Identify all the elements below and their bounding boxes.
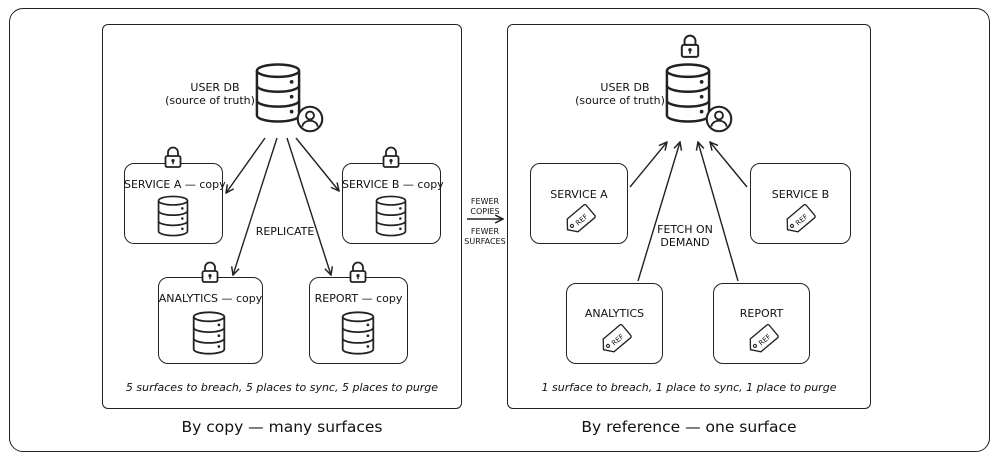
- fetch-on-demand-label-2: DEMAND: [660, 236, 710, 249]
- arrow-fetch-report: [698, 142, 739, 282]
- right-service-a-node: [530, 163, 628, 244]
- right-footer-note: 1 surface to breach, 1 place to sync, 1 …: [541, 381, 837, 394]
- arrow-fetch-service-a: [629, 142, 667, 188]
- left-service-a-label: SERVICE A — copy: [124, 178, 226, 191]
- right-service-b-node: [750, 163, 851, 244]
- left-report-label: REPORT — copy: [314, 292, 403, 305]
- left-analytics-label: ANALYTICS — copy: [158, 292, 263, 305]
- middle-label-fewer-copies-2: COPIES: [470, 207, 500, 216]
- right-report-label: REPORT: [739, 307, 784, 320]
- arrow-fetch-analytics: [637, 142, 680, 282]
- arrow-replicate-analytics: [233, 137, 278, 275]
- right-analytics-label: ANALYTICS: [584, 307, 645, 320]
- middle-label-fewer-surfaces-1: FEWER: [470, 227, 500, 236]
- middle-label-fewer-surfaces-2: SURFACES: [464, 237, 506, 246]
- middle-label-fewer-copies-1: FEWER: [470, 197, 500, 206]
- left-footer-note: 5 surfaces to breach, 5 places to sync, …: [125, 381, 439, 394]
- left-db-subtitle: (source of truth): [165, 94, 255, 107]
- left-service-b-label: SERVICE B — copy: [342, 178, 444, 191]
- right-db-label: USER DB: [600, 81, 650, 94]
- fetch-on-demand-label-1: FETCH ON: [657, 223, 713, 236]
- right-db-subtitle: (source of truth): [575, 94, 665, 107]
- arrow-replicate-service-a: [226, 137, 266, 193]
- left-analytics-node: [158, 277, 263, 364]
- outer-frame: [9, 8, 990, 452]
- arrow-replicate-report: [286, 137, 331, 275]
- arrow-replicate-service-b: [295, 137, 339, 191]
- right-service-b-label: SERVICE B: [771, 188, 830, 201]
- right-caption: By reference — one surface: [581, 418, 797, 436]
- replicate-label: REPLICATE: [255, 225, 315, 238]
- left-db-label: USER DB: [190, 81, 240, 94]
- right-service-a-label: SERVICE A: [550, 188, 608, 201]
- arrow-fetch-service-b: [710, 142, 748, 188]
- left-service-a-node: [124, 163, 223, 244]
- left-caption: By copy — many surfaces: [181, 418, 383, 436]
